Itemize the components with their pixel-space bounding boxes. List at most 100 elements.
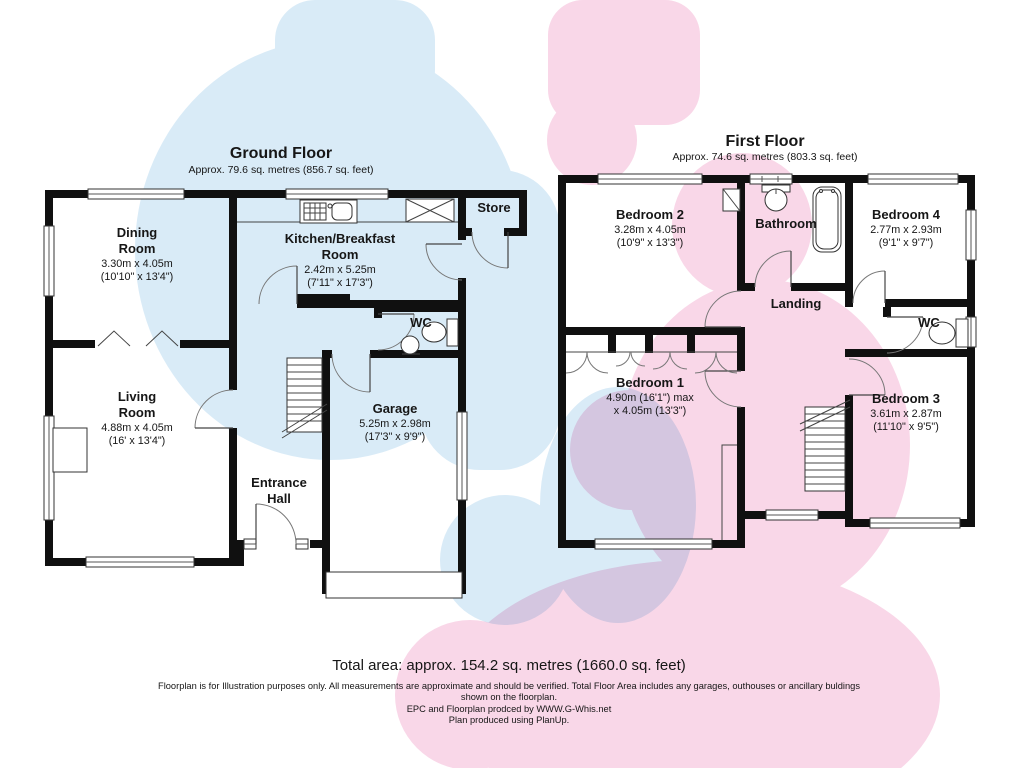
wall: [458, 278, 466, 350]
svg-text:Room: Room: [119, 241, 156, 256]
wall: [741, 283, 755, 291]
first-floor-title: First Floor: [725, 133, 804, 150]
living-room-door: [194, 389, 234, 429]
wall: [566, 540, 595, 548]
svg-text:5.25m x 2.98m: 5.25m x 2.98m: [359, 418, 430, 430]
window: [456, 411, 468, 501]
bedroom3-door: [848, 358, 886, 396]
window: [965, 209, 977, 261]
bedroom2-label: Bedroom 2 3.28m x 4.05m (10'9" x 13'3"): [614, 207, 685, 249]
front-door: [255, 503, 297, 545]
wall: [374, 304, 382, 318]
gf-wc-label: WC: [410, 315, 432, 330]
wall: [458, 350, 466, 412]
wall: [845, 395, 853, 519]
first-floor-doors: [704, 250, 924, 408]
svg-text:2.77m x 2.93m: 2.77m x 2.93m: [870, 224, 941, 236]
store-label: Store: [477, 200, 510, 215]
bathroom-door: [754, 250, 792, 288]
first-floor-walls: [558, 175, 975, 548]
svg-text:(10'9" x 13'3"): (10'9" x 13'3"): [617, 237, 683, 249]
svg-text:Bedroom 2: Bedroom 2: [616, 207, 684, 222]
toilet-icon: [421, 318, 459, 347]
wall: [194, 558, 244, 566]
wall: [310, 540, 330, 548]
wall: [737, 407, 745, 548]
wall: [818, 511, 853, 519]
first-floor-stairs: [799, 399, 851, 492]
wall: [558, 183, 566, 548]
window-sidelight: [243, 538, 257, 550]
window: [87, 188, 185, 200]
bedroom4-door: [852, 270, 886, 304]
garage-door: [331, 353, 371, 393]
ground-floor-stairs: [281, 357, 328, 439]
disclaimer-line1: Floorplan is for Illustration purposes o…: [158, 681, 860, 691]
bedroom1-door: [704, 370, 742, 408]
wall: [458, 198, 466, 240]
svg-text:3.61m x 2.87m: 3.61m x 2.87m: [870, 408, 941, 420]
bedroom3-label: Bedroom 3 3.61m x 2.87m (11'10" x 9'5"): [870, 391, 941, 433]
wall: [845, 349, 975, 357]
window: [597, 173, 703, 185]
svg-text:(9'1" x 9'7"): (9'1" x 9'7"): [879, 237, 933, 249]
wall: [382, 304, 466, 312]
chimney-breast: [52, 427, 88, 473]
wall: [792, 175, 868, 183]
wall: [322, 350, 332, 358]
wall: [45, 198, 53, 226]
wall: [229, 428, 237, 562]
kitchen-sink-icon: [299, 199, 358, 224]
wall: [967, 347, 975, 527]
svg-text:Room: Room: [322, 247, 359, 262]
wall: [45, 340, 95, 348]
larder-unit-icon: [405, 198, 455, 223]
window: [867, 173, 959, 185]
back-door: [425, 243, 463, 281]
first-floor-windows: [594, 173, 977, 550]
wall: [885, 299, 975, 307]
wall: [504, 228, 527, 236]
garage-label: Garage 5.25m x 2.98m (17'3" x 9'9"): [359, 401, 430, 443]
ground-floor-doors: [194, 231, 509, 545]
wall: [845, 519, 870, 527]
wall: [958, 175, 975, 183]
wall: [558, 327, 745, 335]
bathroom-label: Bathroom: [755, 216, 816, 231]
credit-line1: EPC and Floorplan prodced by WWW.G-Whis.…: [407, 704, 612, 714]
wall: [388, 190, 527, 198]
svg-text:Kitchen/Breakfast: Kitchen/Breakfast: [285, 231, 396, 246]
wall: [558, 175, 598, 183]
svg-text:Bedroom 4: Bedroom 4: [872, 207, 941, 222]
window: [85, 556, 195, 568]
bedroom1-alcove: [721, 444, 737, 540]
svg-text:(16' x 13'4"): (16' x 13'4"): [109, 435, 166, 447]
wall: [745, 511, 766, 519]
window: [765, 509, 819, 521]
wall: [236, 540, 244, 566]
svg-text:x 4.05m (13'3"): x 4.05m (13'3"): [614, 405, 687, 417]
ground-floor-plan: Ground Floor Approx. 79.6 sq. metres (85…: [43, 145, 527, 599]
ground-floor-title: Ground Floor: [230, 145, 332, 162]
bedroom2-cupboard-icon: [722, 188, 741, 212]
svg-text:Garage: Garage: [373, 401, 418, 416]
window: [43, 225, 55, 297]
svg-text:4.90m (16'1") max: 4.90m (16'1") max: [606, 392, 694, 404]
svg-text:Dining: Dining: [117, 225, 157, 240]
wall: [702, 175, 750, 183]
svg-text:4.88m x 4.05m: 4.88m x 4.05m: [101, 422, 172, 434]
basin-icon: [400, 335, 420, 355]
wall: [737, 335, 745, 371]
wall: [712, 540, 745, 548]
bedroom4-label: Bedroom 4 2.77m x 2.93m (9'1" x 9'7"): [870, 207, 941, 249]
wall: [458, 500, 466, 594]
wall: [967, 183, 975, 210]
wardrobe-doors: [565, 351, 738, 374]
ff-wc-label: WC: [918, 315, 940, 330]
ground-floor-subtitle: Approx. 79.6 sq. metres (856.7 sq. feet): [188, 164, 373, 176]
ff-toilet-icon: [928, 318, 969, 348]
wall: [322, 350, 330, 594]
kitchen-door: [258, 265, 298, 305]
svg-text:Room: Room: [119, 405, 156, 420]
